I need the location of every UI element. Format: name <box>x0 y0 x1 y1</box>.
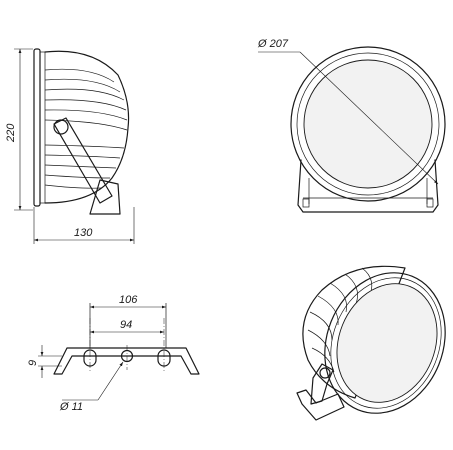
side-pivot-bolt <box>53 119 69 135</box>
bracket-view: 106 94 9 Ø 11 <box>27 294 200 413</box>
side-cooling-fins <box>44 68 128 189</box>
isometric-view <box>296 265 446 421</box>
front-view: Ø 207 <box>257 38 446 213</box>
front-ring-inner-edge <box>296 52 440 196</box>
diameter-leader-line <box>299 51 439 185</box>
iso-housing <box>302 265 406 399</box>
side-view: 220 130 <box>5 48 135 244</box>
diameter-dimension-label: Ø 207 <box>257 38 289 50</box>
inner-spacing-label: 94 <box>120 319 132 331</box>
iso-pivot-bolt <box>319 367 331 379</box>
iso-ring-inner-edge <box>330 277 442 409</box>
side-mount-base <box>89 179 121 215</box>
side-glass-frame <box>39 51 46 204</box>
front-mount-bracket <box>297 159 439 213</box>
hole-dimension-label: Ø 11 <box>59 401 83 413</box>
hole-leader-line <box>97 361 124 401</box>
iso-mount-base <box>296 389 345 421</box>
front-outer-ring <box>290 46 446 202</box>
thickness-label: 9 <box>27 360 39 366</box>
front-lens <box>303 59 433 189</box>
bracket-profile <box>53 347 200 375</box>
side-front-ring <box>33 48 41 207</box>
iso-lens <box>336 283 438 403</box>
height-dimension-label: 220 <box>5 123 17 143</box>
side-mount-arm <box>53 117 113 204</box>
iso-front-ring <box>324 272 446 414</box>
width-dimension-label: 130 <box>74 227 93 239</box>
outer-spacing-label: 106 <box>119 294 138 306</box>
